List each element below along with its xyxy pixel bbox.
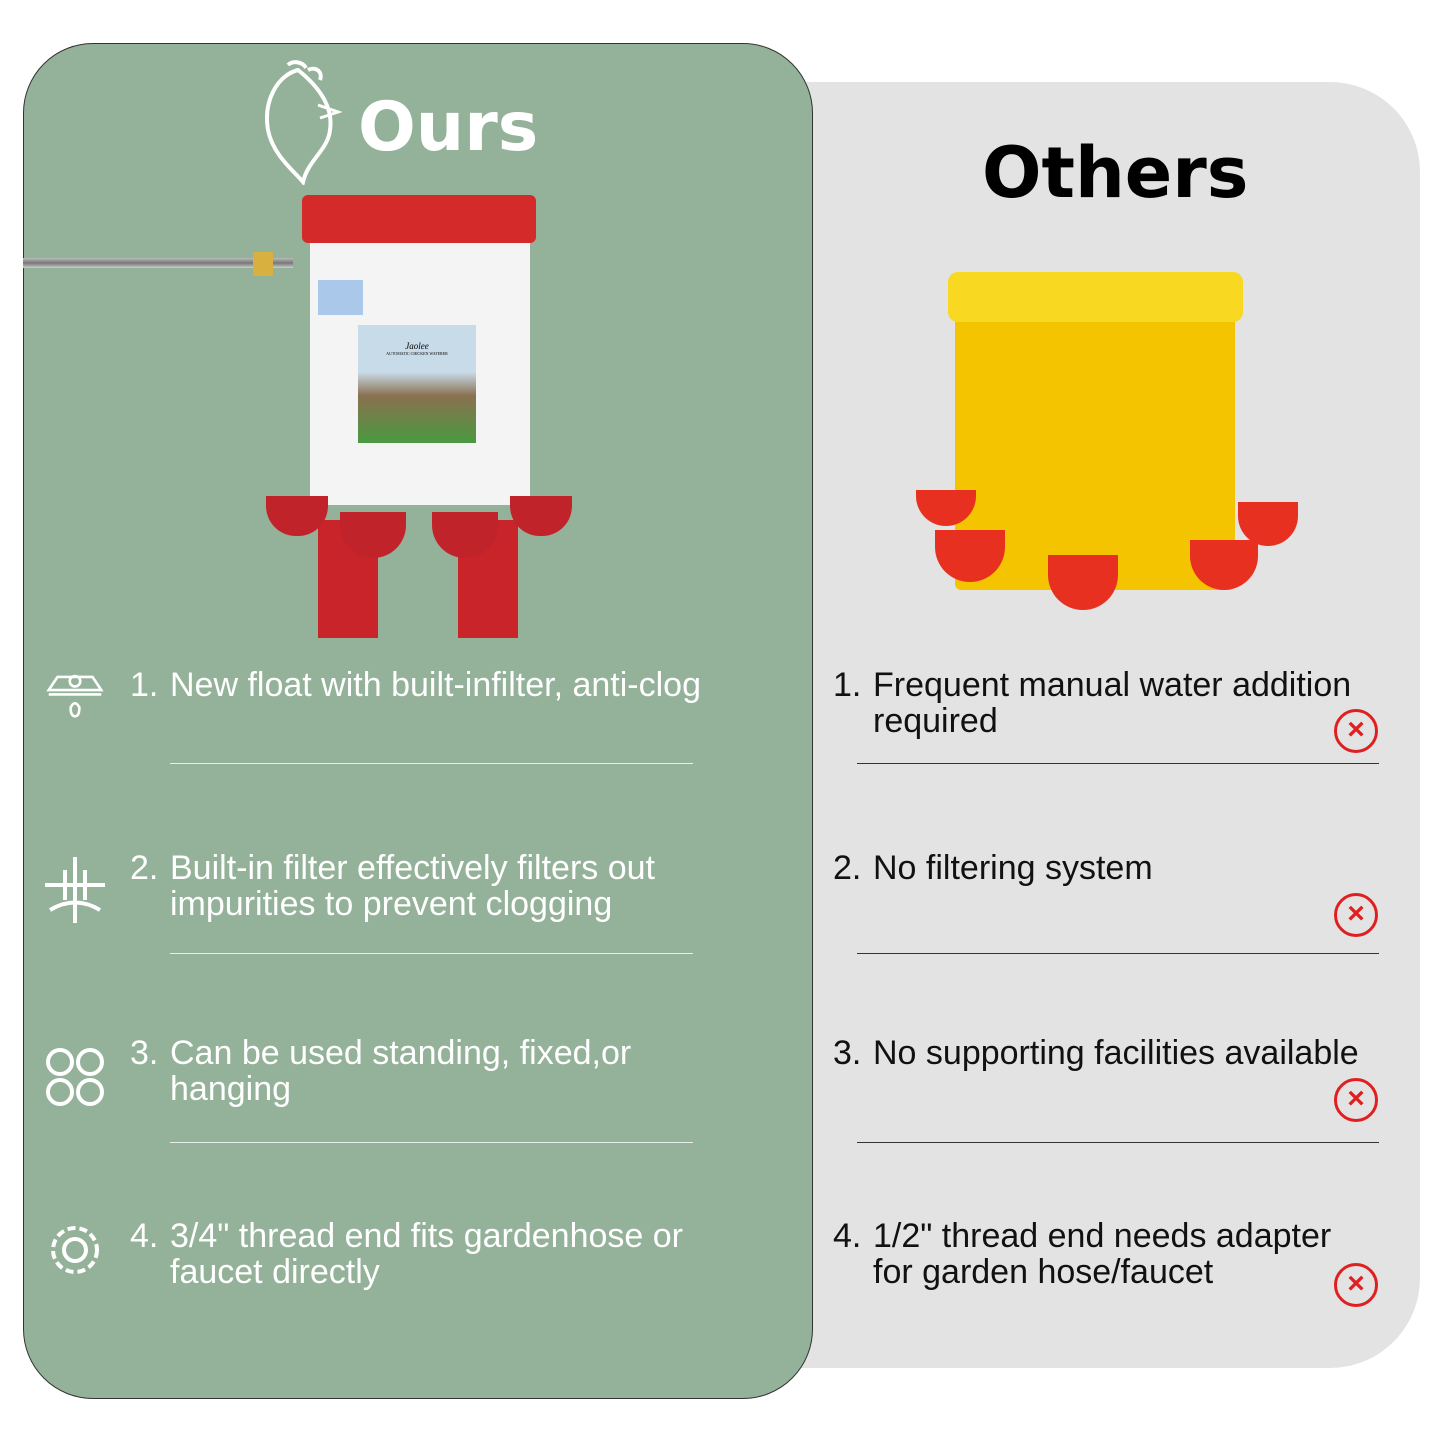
ours-feature-2: 2.Built-in filter effectively filters ou… <box>130 849 655 923</box>
rooster-logo-icon <box>265 60 343 185</box>
others-feature-2: 2.No filtering system <box>833 849 1153 887</box>
x-circle-icon: × <box>1334 1263 1378 1307</box>
divider <box>857 1142 1379 1143</box>
x-circle-icon: × <box>1334 709 1378 753</box>
ours-title: Ours <box>358 88 539 167</box>
ours-feature-1: 1.New float with built-infilter, anti-cl… <box>130 666 702 704</box>
divider <box>857 763 1379 764</box>
divider <box>857 953 1379 954</box>
others-feature-3: 3.No supporting facilities available <box>833 1034 1359 1072</box>
others-title: Others <box>982 132 1249 214</box>
divider <box>170 1142 693 1143</box>
arrows-filter-icon <box>45 857 105 923</box>
water-filter-icon <box>46 674 104 718</box>
label-brand: Jaolee <box>405 341 429 351</box>
divider <box>170 953 693 954</box>
divider <box>170 763 693 764</box>
gear-icon <box>51 1226 99 1274</box>
clover-grid-icon <box>46 1048 104 1106</box>
x-circle-icon: × <box>1334 893 1378 937</box>
label-sub: AUTOMATIC CHICKEN WATERER <box>386 351 448 356</box>
x-circle-icon: × <box>1334 1078 1378 1122</box>
